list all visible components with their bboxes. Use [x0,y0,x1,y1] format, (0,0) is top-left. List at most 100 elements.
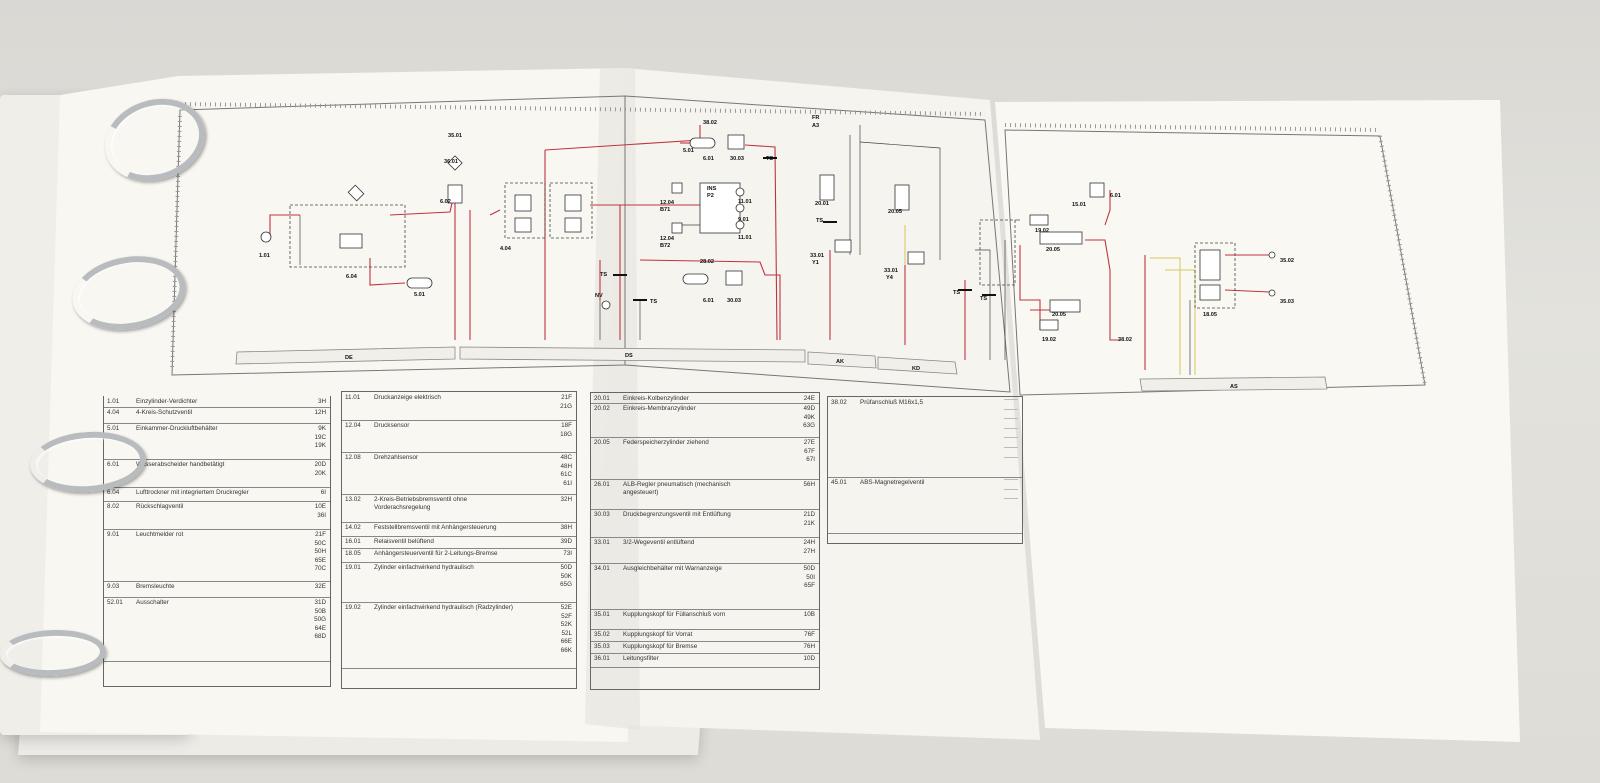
legend-code: 50C [314,539,326,547]
label-6-01-c: 6.01 [1110,193,1121,199]
legend-code: 65F [804,582,815,590]
label-35-03: 35.03 [1280,299,1294,305]
legend-row-codes: 73I [563,550,572,559]
label-5-01-b: 5.01 [683,148,694,154]
label-ts-5: TS [953,290,960,296]
legend-row-description: Relaisventil belüftend [374,538,434,545]
legend-row-number: 26.01 [594,481,610,488]
label-ts-4: TS [816,218,823,224]
legend-code: 50G [314,616,326,624]
label-20-05: 20.05 [888,209,902,215]
legend-row-codes: 32E [315,583,326,592]
legend-code [1004,488,1018,499]
legend-code: 49D [803,405,815,412]
legend-row-number: 12.04 [345,422,361,429]
legend-code: 21F [315,531,326,538]
legend-row-number: 9.03 [107,583,120,590]
label-a3: A3 [812,123,819,129]
legend-row-codes: 76F [804,631,815,640]
legend-code: 65G [560,581,572,589]
label-33-01-b: 33.01 [884,268,898,274]
section-label-kd: KD [912,366,920,372]
legend-code: 21K [803,519,815,527]
section-label-ak: AK [836,359,844,365]
legend-row-description: Feststellbremsventil mit Anhängersteueru… [374,524,497,531]
spine-shade [585,68,640,730]
legend-code: 10D [803,655,815,662]
legend-code: 24E [803,395,815,402]
legend-row-description: Drucksensor [374,422,410,429]
legend-row-number: 35.02 [594,631,610,638]
legend-code: 61C [560,471,572,479]
legend-code: 52L [561,629,572,637]
legend-code: 36I [317,511,326,519]
legend-code: 50K [560,572,572,580]
label-20-01: 20.01 [815,201,829,207]
label-5-01: 5.01 [414,292,425,298]
legend-row-description: Leitungsfilter [623,655,659,662]
legend-row-description: Einkammer-Druckluftbehälter [136,425,218,432]
legend-code: 66K [560,646,572,654]
label-19-02-b: 19.02 [1042,337,1056,343]
label-ts-1: TS [766,156,773,162]
section-label-de: DE [345,355,353,361]
legend-row-number: 20.05 [594,439,610,446]
label-35-01: 35.01 [448,133,462,139]
legend-row-description: 4-Kreis-Schutzventil [136,409,192,416]
legend-row-number: 19.02 [345,604,361,611]
legend-row-codes: 10B [804,611,815,620]
legend-code: 68D [314,633,326,641]
label-fr: FR [812,115,819,121]
legend-code: 48C [560,454,572,461]
legend-row-description: Rückschlagventil [136,503,184,510]
legend-row-description: 3/2-Wegeventil entlüftend [623,539,695,546]
legend-row-description: Bremsleuchte [136,583,175,590]
right-spread-page [590,68,1040,740]
legend-code: 19K [314,442,326,450]
legend-code: 27H [803,547,815,555]
legend-code: 9K [318,425,326,432]
legend-row-number: 8.02 [107,503,120,510]
label-6-01-b: 6.01 [703,298,714,304]
legend-code: 10E [314,503,326,510]
legend-row-number: 35.01 [594,611,610,618]
legend-code [1004,498,1018,508]
legend-code: 21D [803,511,815,518]
dashed-groups [289,182,1236,309]
legend-row-number: 34.01 [594,565,610,572]
legend-row-description: Wasserabscheider handbetätigt [136,461,225,468]
legend-code: 21G [560,402,572,410]
legend-code: 66E [560,638,572,646]
legend-code: 70C [314,565,326,573]
legend-row-description: Druckanzeige elektrisch [374,394,441,401]
legend-row-codes: 3H [318,398,326,407]
legend-row-codes: 12H [314,409,326,418]
label-35-02: 35.02 [1280,258,1294,264]
label-20-05-c: 20.05 [1052,312,1066,318]
foldout-page [995,100,1520,742]
legend-code: 50D [803,565,815,572]
legend-row-number: 6.01 [107,461,120,468]
